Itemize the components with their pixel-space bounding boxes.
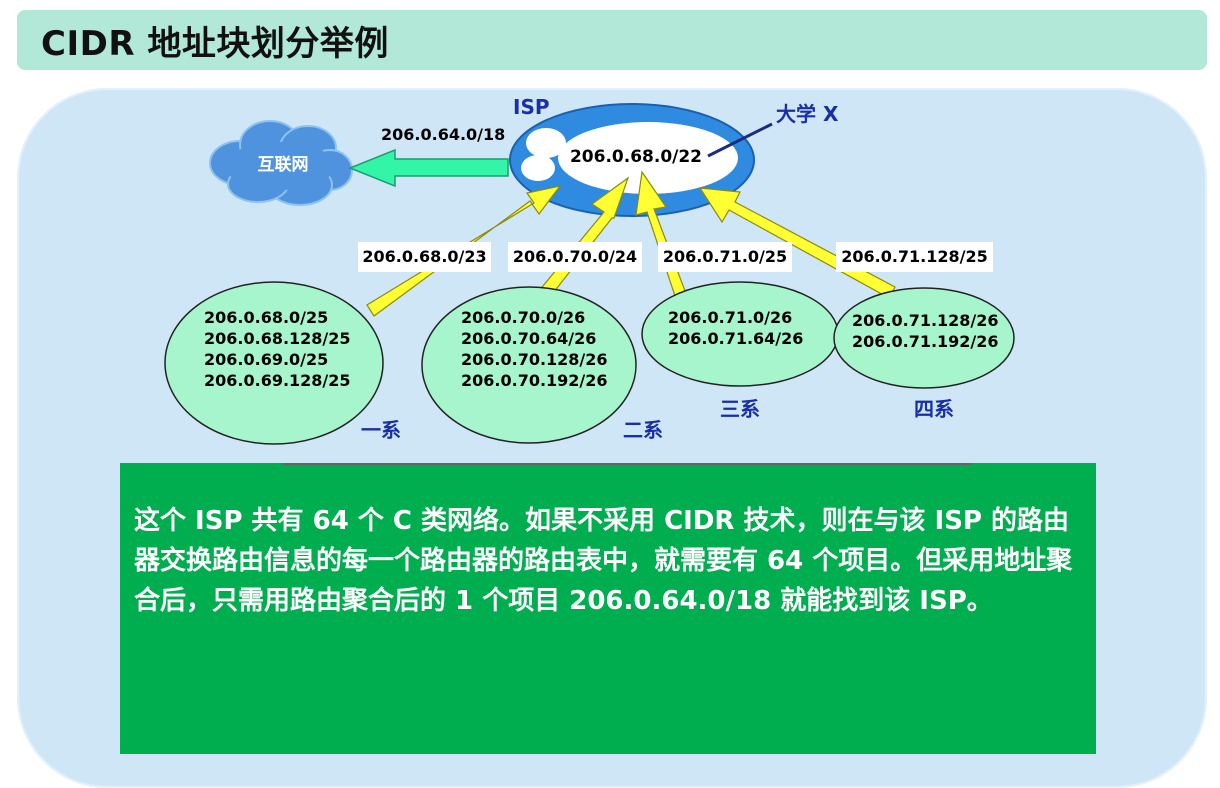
dept4-ellipse <box>833 287 1015 389</box>
isp-label: ISP <box>513 95 550 119</box>
arrow-to-internet <box>347 148 509 188</box>
internet-cloud: 互联网 <box>209 120 353 206</box>
isp-node: 206.0.68.0/22 <box>509 103 755 217</box>
link-prefix-3: 206.0.71.0/25 <box>658 242 792 272</box>
internet-label: 互联网 <box>258 155 309 175</box>
dept2-ellipse <box>421 286 637 444</box>
note-divider <box>283 463 971 465</box>
dept2-subnets: 206.0.70.0/26 206.0.70.64/26 206.0.70.12… <box>461 307 608 391</box>
dept1-subnets: 206.0.68.0/25 206.0.68.128/25 206.0.69.0… <box>204 307 351 391</box>
dept1-ellipse <box>164 281 384 445</box>
arrow-dept1 <box>366 185 562 317</box>
link-prefix-2: 206.0.70.0/24 <box>508 242 642 272</box>
subnet: 206.0.68.128/25 <box>204 329 351 348</box>
dept3-subnets: 206.0.71.0/26 206.0.71.64/26 <box>668 307 803 349</box>
title-bar: CIDR 地址块划分举例 <box>17 10 1207 70</box>
note-box: 这个 ISP 共有 64 个 C 类网络。如果不采用 CIDR 技术，则在与该 … <box>120 463 1096 754</box>
isp-route: 206.0.64.0/18 <box>381 125 505 144</box>
dept2-name: 二系 <box>623 418 663 442</box>
subnet: 206.0.71.192/26 <box>852 332 999 351</box>
dept4-subnets: 206.0.71.128/26 206.0.71.192/26 <box>852 310 999 352</box>
subnet: 206.0.70.192/26 <box>461 371 608 390</box>
link-prefix-1: 206.0.68.0/23 <box>358 242 491 272</box>
subnet: 206.0.68.0/25 <box>204 308 329 327</box>
dept4-name: 四系 <box>914 397 954 421</box>
university-label: 大学 X <box>776 102 839 126</box>
subnet: 206.0.70.128/26 <box>461 350 608 369</box>
subnet: 206.0.71.0/26 <box>668 308 793 327</box>
subnet: 206.0.71.128/26 <box>852 311 999 330</box>
dept3-name: 三系 <box>720 397 760 421</box>
subnet: 206.0.69.128/25 <box>204 371 351 390</box>
subnet: 206.0.69.0/25 <box>204 350 329 369</box>
university-pointer <box>707 122 773 158</box>
dept1-name: 一系 <box>361 418 401 442</box>
subnet: 206.0.70.64/26 <box>461 329 597 348</box>
subnet: 206.0.70.0/26 <box>461 308 586 327</box>
cidr-diagram: 互联网 206.0.68.0/22 ISP 大学 X 206.0.64.0/18 <box>164 95 1015 445</box>
subnet: 206.0.71.64/26 <box>668 329 804 348</box>
link-prefix-4: 206.0.71.128/25 <box>836 242 993 272</box>
note-text: 这个 ISP 共有 64 个 C 类网络。如果不采用 CIDR 技术，则在与该 … <box>134 506 1073 616</box>
page-title: CIDR 地址块划分举例 <box>41 24 389 64</box>
university-block: 206.0.68.0/22 <box>570 147 702 167</box>
